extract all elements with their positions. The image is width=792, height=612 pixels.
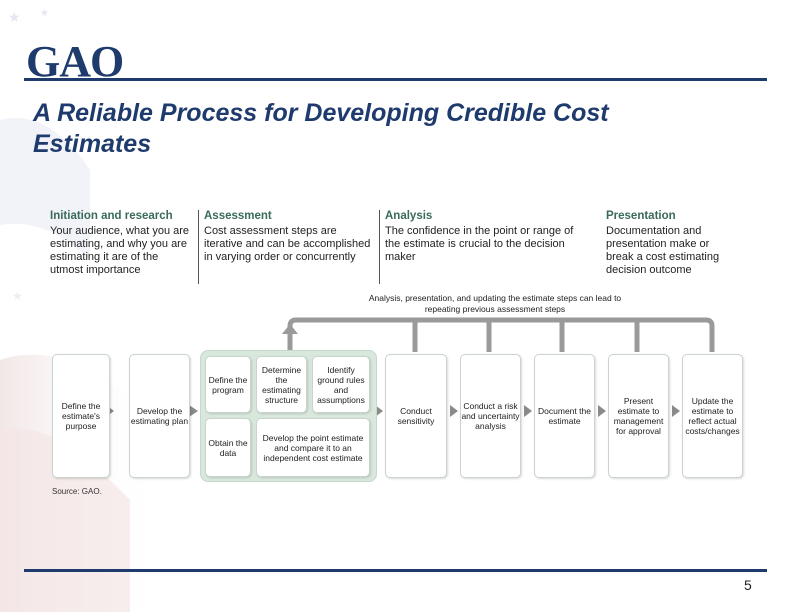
step-label: Define the estimate's purpose [53, 401, 109, 431]
step-label: Develop the point estimate and compare i… [257, 433, 369, 463]
step-determine-structure: Determine the estimating structure [256, 356, 307, 413]
source-note: Source: GAO. [52, 487, 102, 496]
step-label: Update the estimate to reflect actual co… [683, 396, 742, 436]
step-update: Update the estimate to reflect actual co… [682, 354, 743, 478]
step-label: Obtain the data [206, 438, 250, 458]
step-present: Present estimate to management for appro… [608, 354, 669, 478]
step-label: Identify ground rules and assumptions [313, 365, 369, 405]
step-define-program: Define the program [205, 356, 251, 413]
bottom-rule [24, 569, 767, 572]
step-develop-plan: Develop the estimating plan [129, 354, 190, 478]
step-label: Develop the estimating plan [130, 406, 189, 426]
step-identify-rules: Identify ground rules and assumptions [312, 356, 370, 413]
step-document: Document the estimate [534, 354, 595, 478]
step-label: Present estimate to management for appro… [609, 396, 668, 436]
step-obtain-data: Obtain the data [205, 418, 251, 477]
step-label: Determine the estimating structure [257, 365, 306, 405]
step-label: Conduct a risk and uncertainty analysis [461, 401, 520, 431]
step-label: Document the estimate [535, 406, 594, 426]
page-number: 5 [744, 577, 752, 593]
step-sensitivity: Conduct sensitivity [385, 354, 447, 478]
step-label: Define the program [206, 375, 250, 395]
step-label: Conduct sensitivity [386, 406, 446, 426]
step-risk: Conduct a risk and uncertainty analysis [460, 354, 521, 478]
step-define-purpose: Define the estimate's purpose [52, 354, 110, 478]
step-develop-point: Develop the point estimate and compare i… [256, 418, 370, 477]
